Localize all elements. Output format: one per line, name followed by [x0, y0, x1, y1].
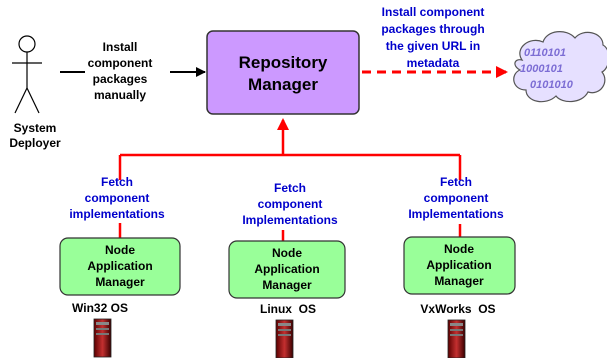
fetch-label-2-line2: component	[258, 197, 323, 211]
node-application-manager-3: Node Application Manager	[403, 236, 516, 295]
cloud-binary-line1: 0110101	[524, 47, 566, 59]
fetch-label-3-line2: component	[424, 191, 489, 205]
repository-manager-line1: Repository	[239, 53, 328, 72]
os-label-2: Linux OS	[260, 302, 316, 316]
node-1-line3: Manager	[95, 275, 145, 289]
fetch-label-3-line1: Fetch	[440, 175, 472, 189]
node-1-line1: Node	[105, 243, 135, 257]
url-install-line4: metadata	[407, 56, 460, 70]
server-icon	[93, 318, 112, 358]
actor-name-line2: Deployer	[9, 136, 61, 150]
system-deployer-figure	[12, 35, 42, 114]
node-application-manager-2: Node Application Manager	[228, 240, 346, 299]
node-box-2	[228, 240, 346, 299]
url-install-line3: the given URL in	[386, 39, 480, 53]
server-icon	[275, 319, 294, 358]
node-box-1	[59, 237, 181, 296]
os-label-3: VxWorks OS	[420, 302, 495, 316]
fetch-label-2-line3: Implementations	[242, 213, 338, 227]
repository-manager-line2: Manager	[248, 75, 318, 94]
repository-manager-box: Repository Manager	[206, 30, 360, 115]
node-2-line2: Application	[254, 262, 319, 276]
internet-cloud-icon: 0110101 1000101 0101010	[513, 31, 607, 103]
node-box-3	[403, 236, 516, 295]
url-install-line2: packages through	[381, 22, 484, 36]
server-icon	[447, 319, 466, 358]
url-install-line1: Install component	[382, 5, 485, 19]
node-3-line3: Manager	[434, 274, 484, 288]
fetch-label-1-line1: Fetch	[101, 175, 133, 189]
manual-install-line3: packages	[93, 72, 148, 86]
fetch-label-1-line3: implementations	[69, 207, 165, 221]
fetch-label-1-line2: component	[85, 191, 150, 205]
node-3-line1: Node	[444, 242, 474, 256]
fetch-connector	[118, 118, 462, 241]
node-2-line1: Node	[272, 246, 302, 260]
node-application-manager-1: Node Application Manager	[59, 237, 181, 296]
fetch-label-3-line3: Implementations	[408, 207, 504, 221]
cloud-binary-line2: 1000101	[520, 63, 563, 75]
node-1-line2: Application	[87, 259, 152, 273]
node-3-line2: Application	[426, 258, 491, 272]
os-label-1: Win32 OS	[72, 301, 128, 315]
cloud-binary-line3: 0101010	[530, 79, 574, 91]
fetch-label-2-line1: Fetch	[274, 181, 306, 195]
manual-install-line1: Install	[103, 40, 138, 54]
manual-install-line4: manually	[94, 88, 146, 102]
actor-name-line1: System	[14, 121, 57, 135]
manual-install-line2: component	[88, 56, 153, 70]
node-2-line3: Manager	[262, 278, 312, 292]
repository-manager-rect	[206, 30, 360, 115]
